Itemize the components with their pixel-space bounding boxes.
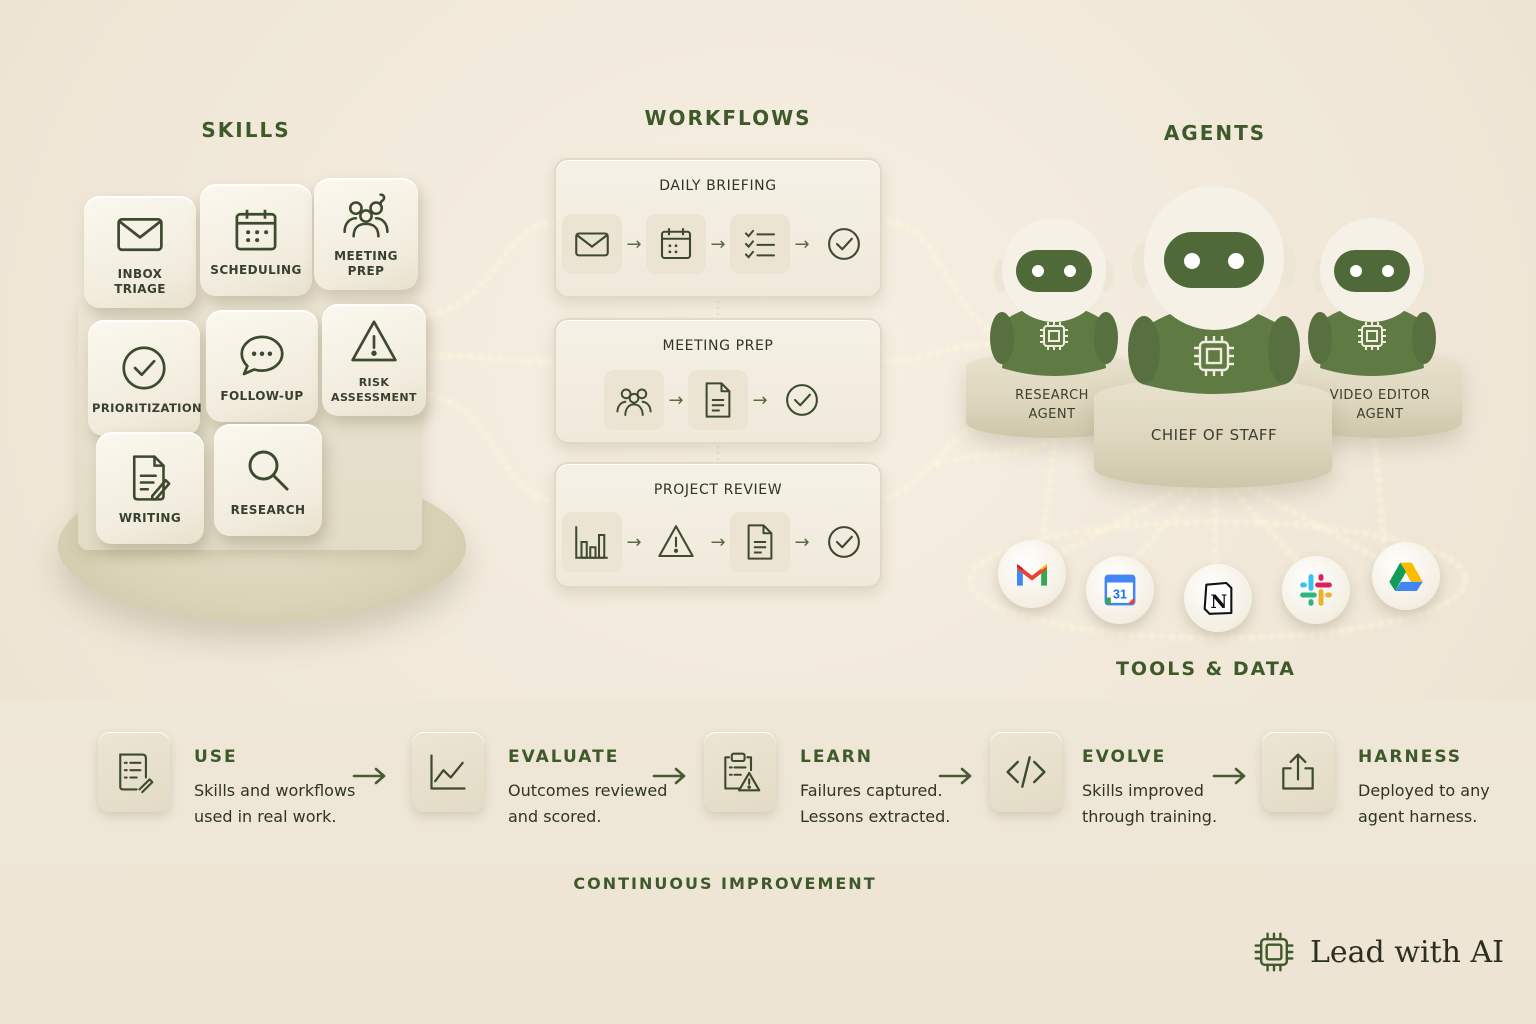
arrow-right-icon [938, 767, 972, 785]
checklist-pen-icon [119, 753, 154, 794]
agent-label: CHIEF OF STAFF [1150, 426, 1278, 444]
skill-research[interactable]: RESEARCH [214, 424, 322, 536]
agent-label: VIDEO EDITOR AGENT [1329, 388, 1431, 422]
arrow-icon: → [626, 531, 642, 553]
calendar-icon [646, 214, 706, 274]
workflow-meeting-prep[interactable]: MEETING PREP → → [554, 318, 882, 444]
skill-inbox-triage[interactable]: INBOX TRIAGE [84, 196, 196, 308]
chip-logo-icon [1254, 932, 1294, 972]
arrow-icon: → [794, 531, 810, 553]
step-evolve-icon [990, 732, 1062, 812]
arrow-icon: → [710, 233, 726, 255]
notion-icon[interactable]: N [1184, 564, 1252, 632]
workflow-title: PROJECT REVIEW [653, 482, 783, 498]
chat-bubble-icon [240, 335, 284, 375]
magnifier-icon [248, 450, 289, 491]
skill-writing[interactable]: WRITING [96, 432, 204, 544]
check-circle-icon [772, 370, 832, 430]
brand-name: Lead with AI [1310, 934, 1505, 970]
arrow-right-icon [1212, 767, 1246, 785]
skill-follow-up[interactable]: FOLLOW-UP [206, 310, 318, 422]
workflow-project-review[interactable]: PROJECT REVIEW → → → [554, 462, 882, 588]
chief-of-staff-robot[interactable] [1126, 178, 1302, 400]
step-use-title: USE [194, 747, 238, 767]
upload-icon [1282, 753, 1314, 790]
skill-label: INBOX TRIAGE [114, 267, 166, 296]
checklist-icon [730, 214, 790, 274]
bar-chart-icon [562, 512, 622, 572]
arrow-right-icon [652, 767, 686, 785]
continuous-improvement-label: CONTINUOUS IMPROVEMENT [573, 874, 877, 893]
people-icon [343, 193, 389, 238]
notion-letter: N [1210, 592, 1227, 613]
document-pen-icon [132, 454, 171, 501]
workflow-daily-briefing[interactable]: DAILY BRIEFING → → → [554, 158, 882, 298]
gmail-icon[interactable] [998, 540, 1066, 608]
skill-label: FOLLOW-UP [220, 388, 304, 403]
workflow-title: MEETING PREP [662, 338, 774, 354]
video-editor-agent-robot[interactable] [1306, 208, 1438, 378]
agent-label: RESEARCH AGENT [1015, 388, 1089, 422]
skill-label: RISK ASSESSMENT [331, 376, 417, 404]
code-icon [1006, 756, 1046, 788]
step-learn-desc: Failures captured. Lessons extracted. [800, 781, 951, 826]
skill-label: RESEARCH [230, 502, 306, 517]
check-circle-icon [814, 512, 874, 572]
step-evaluate-icon [412, 732, 484, 812]
step-learn-title: LEARN [800, 747, 873, 767]
step-harness-icon [1262, 732, 1334, 812]
tools-title: TOOLS & DATA [1115, 658, 1297, 680]
line-chart-icon [430, 754, 466, 790]
slack-icon[interactable] [1282, 556, 1350, 624]
arrow-icon: → [710, 531, 726, 553]
step-evaluate-title: EVALUATE [508, 747, 620, 767]
arrow-icon: → [668, 389, 684, 411]
arrow-icon: → [752, 389, 768, 411]
google-calendar-icon[interactable]: 31 [1086, 556, 1154, 624]
clipboard-warning-icon [724, 752, 761, 792]
workflow-title: DAILY BRIEFING [659, 178, 777, 194]
step-use-icon [98, 732, 170, 812]
skill-scheduling[interactable]: SCHEDULING [200, 184, 312, 296]
warning-icon [646, 512, 706, 572]
skills-title: SKILLS [201, 118, 291, 142]
skill-label: PRIORITIZATION [92, 400, 203, 415]
warning-icon [351, 320, 397, 362]
envelope-icon [562, 214, 622, 274]
step-use-desc: Skills and workflows used in real work. [194, 781, 356, 826]
google-drive-icon[interactable] [1372, 542, 1440, 610]
research-agent-robot[interactable] [988, 208, 1120, 378]
document-icon [730, 512, 790, 572]
skill-prioritization[interactable]: PRIORITIZATION [88, 320, 203, 436]
arrow-icon: → [794, 233, 810, 255]
step-harness-title: HARNESS [1358, 747, 1463, 767]
skill-label: SCHEDULING [210, 262, 302, 277]
workflows-title: WORKFLOWS [644, 106, 812, 130]
skill-label: WRITING [118, 510, 182, 525]
check-circle-icon [122, 345, 166, 390]
step-evaluate-desc: Outcomes reviewed and scored. [508, 781, 668, 826]
step-evolve-desc: Skills improved through training. [1082, 781, 1218, 826]
skill-label: MEETING PREP [334, 249, 398, 278]
people-icon [604, 370, 664, 430]
document-icon [688, 370, 748, 430]
step-learn-icon [704, 732, 776, 812]
envelope-icon [117, 218, 163, 252]
check-circle-icon [814, 214, 874, 274]
calendar-day-number: 31 [1113, 587, 1127, 601]
skill-meeting-prep[interactable]: MEETING PREP [314, 178, 418, 290]
arrow-right-icon [352, 767, 386, 785]
step-harness-desc: Deployed to any agent harness. [1358, 781, 1490, 826]
step-evolve-title: EVOLVE [1082, 747, 1167, 767]
chief-of-staff-pedestal [1094, 378, 1332, 488]
agents-title: AGENTS [1163, 121, 1267, 145]
skill-risk-assessment[interactable]: RISK ASSESSMENT [322, 304, 426, 416]
calendar-icon [235, 209, 277, 250]
arrow-icon: → [626, 233, 642, 255]
brand: Lead with AI [1252, 930, 1504, 974]
